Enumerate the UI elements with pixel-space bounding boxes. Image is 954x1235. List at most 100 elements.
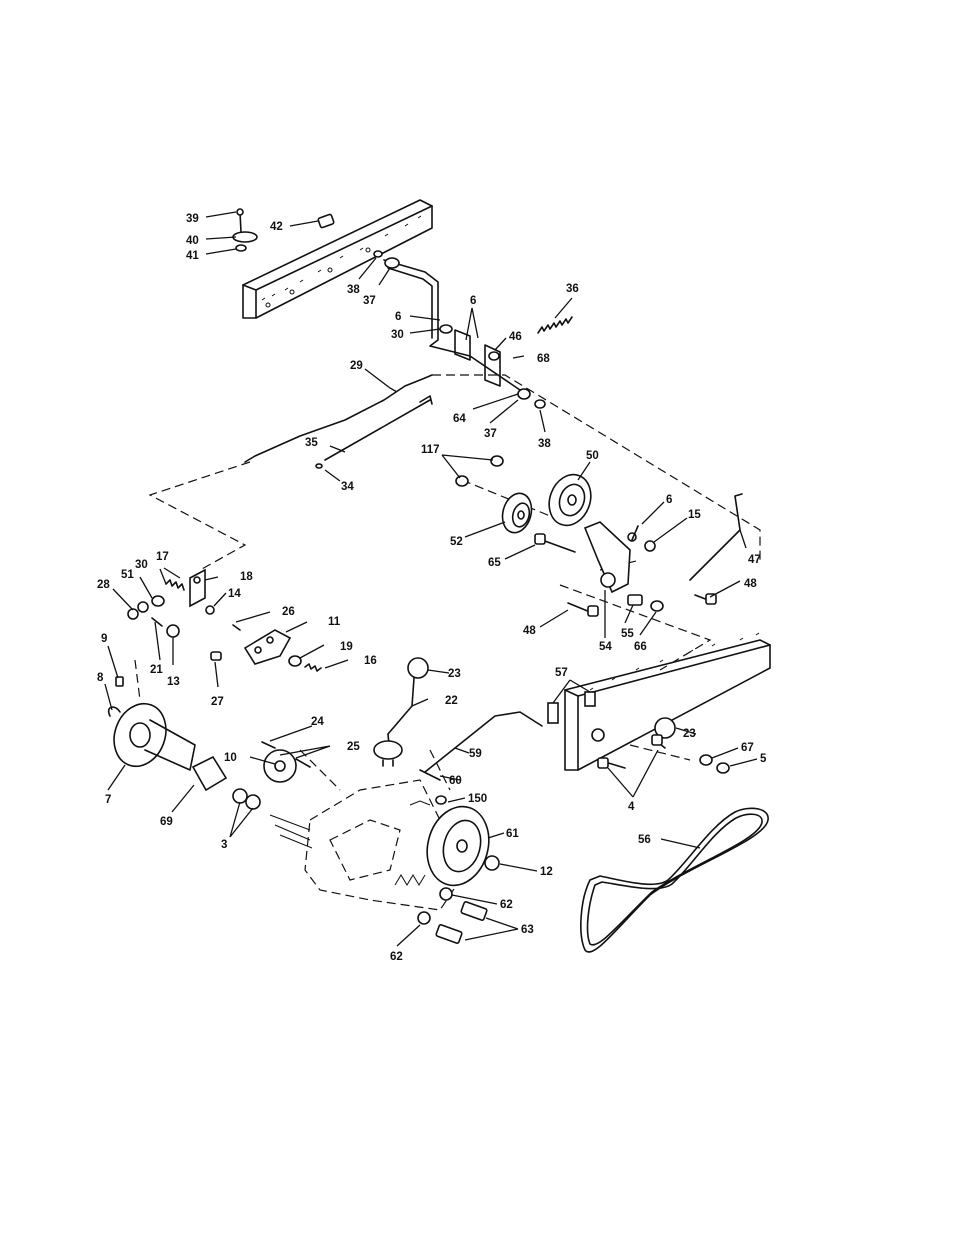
callout-22: 22 xyxy=(445,695,458,707)
callout-15: 15 xyxy=(688,509,701,521)
callout-6: 6 xyxy=(470,295,476,307)
brackets-57 xyxy=(548,692,595,723)
callout-38: 38 xyxy=(538,438,551,450)
bracket-11 xyxy=(233,625,290,664)
bolt-65 xyxy=(535,534,575,552)
washers-37-38 xyxy=(518,389,545,408)
callout-23: 23 xyxy=(683,728,696,740)
callout-117: 117 xyxy=(421,444,440,456)
idler-bracket-54 xyxy=(585,522,638,592)
callout-67: 67 xyxy=(741,742,754,754)
bracket-18 xyxy=(190,570,205,606)
callout-14: 14 xyxy=(228,588,241,600)
clip-60 xyxy=(420,770,440,780)
spring-36 xyxy=(538,317,572,333)
callout-11: 11 xyxy=(328,616,341,628)
upper-frame-rail xyxy=(243,200,432,318)
pin-150 xyxy=(436,796,446,804)
callout-69: 69 xyxy=(160,816,173,828)
callout-42: 42 xyxy=(270,221,283,233)
callout-6: 6 xyxy=(666,494,672,506)
callout-23: 23 xyxy=(448,668,461,680)
pulley-50 xyxy=(542,469,597,532)
callout-55: 55 xyxy=(621,628,634,640)
v-belt-56 xyxy=(581,808,768,952)
callout-7: 7 xyxy=(105,794,111,806)
clip-8 xyxy=(109,707,120,716)
callout-46: 46 xyxy=(509,331,522,343)
callout-35: 35 xyxy=(305,437,318,449)
callout-50: 50 xyxy=(586,450,599,462)
callout-54: 54 xyxy=(599,641,612,653)
callout-62: 62 xyxy=(500,899,513,911)
callout-30: 30 xyxy=(391,329,404,341)
callout-30: 30 xyxy=(135,559,148,571)
callout-9: 9 xyxy=(101,633,107,645)
pin-14 xyxy=(206,606,214,614)
callout-18: 18 xyxy=(240,571,253,583)
washers-62 xyxy=(418,888,452,924)
rod-35 xyxy=(316,396,432,468)
callout-29: 29 xyxy=(350,360,363,372)
bolt-27 xyxy=(211,652,221,660)
callout-6: 6 xyxy=(395,311,401,323)
callout-48: 48 xyxy=(744,578,757,590)
callout-37: 37 xyxy=(484,428,497,440)
callout-34: 34 xyxy=(341,481,354,493)
callout-13: 13 xyxy=(167,676,180,688)
callout-57: 57 xyxy=(555,667,568,679)
callout-25: 25 xyxy=(347,741,360,753)
callout-66: 66 xyxy=(634,641,647,653)
screw-9 xyxy=(116,677,123,686)
callout-39: 39 xyxy=(186,213,199,225)
callout-40: 40 xyxy=(186,235,199,247)
shift-lever-22 xyxy=(374,658,428,766)
sleeve-69 xyxy=(193,757,226,790)
callout-5: 5 xyxy=(760,753,767,765)
callout-150: 150 xyxy=(468,793,487,805)
callout-38: 38 xyxy=(347,284,360,296)
callout-59: 59 xyxy=(469,748,482,760)
pin-assembly-39-41 xyxy=(233,209,257,251)
callout-19: 19 xyxy=(340,641,353,653)
callout-51: 51 xyxy=(121,569,134,581)
callout-27: 27 xyxy=(211,696,224,708)
washers-30-51-28 xyxy=(128,596,164,619)
callout-36: 36 xyxy=(566,283,579,295)
bracket-46 xyxy=(440,325,500,386)
callout-28: 28 xyxy=(97,579,110,591)
bolts-4 xyxy=(598,735,665,768)
nut-12 xyxy=(485,856,499,870)
callout-65: 65 xyxy=(488,557,501,569)
callout-4: 4 xyxy=(628,801,635,813)
callout-64: 64 xyxy=(453,413,466,425)
callout-48: 48 xyxy=(523,625,536,637)
callout-56: 56 xyxy=(638,834,651,846)
bolt-19-16 xyxy=(289,656,321,671)
bushing-42 xyxy=(318,214,335,228)
spacer-55-66 xyxy=(628,595,663,611)
callout-24: 24 xyxy=(311,716,324,728)
callout-61: 61 xyxy=(506,828,519,840)
rod-47 xyxy=(690,494,742,580)
washers-3 xyxy=(233,789,260,809)
callout-3: 3 xyxy=(221,839,227,851)
callout-62: 62 xyxy=(390,951,403,963)
rod-59 xyxy=(425,712,542,772)
callout-60: 60 xyxy=(449,775,462,787)
callout-16: 16 xyxy=(364,655,377,667)
callout-68: 68 xyxy=(537,353,550,365)
callout-21: 21 xyxy=(150,664,163,676)
callout-47: 47 xyxy=(748,554,761,566)
pulley-61 xyxy=(419,800,498,893)
callout-63: 63 xyxy=(521,924,534,936)
washer-15 xyxy=(645,541,655,551)
axle-hub-7 xyxy=(106,696,195,773)
callout-12: 12 xyxy=(540,866,553,878)
callout-10: 10 xyxy=(224,752,237,764)
spring-17 xyxy=(166,580,184,590)
callout-17: 17 xyxy=(156,551,169,563)
callout-37: 37 xyxy=(363,295,376,307)
callout-41: 41 xyxy=(186,250,199,262)
